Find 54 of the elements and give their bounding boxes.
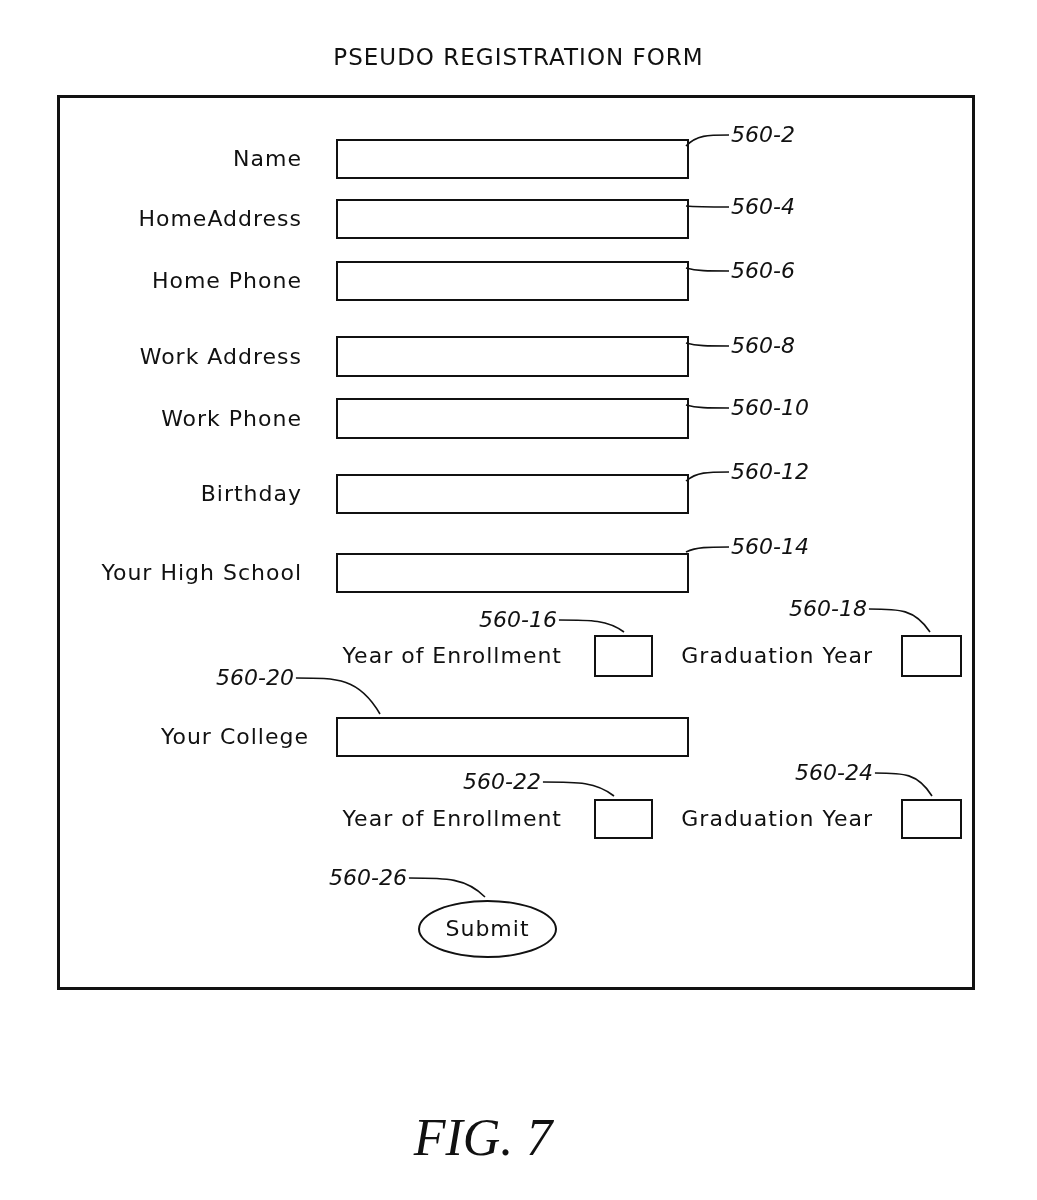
input-field xyxy=(336,474,689,514)
field-label: Your College xyxy=(160,724,309,750)
callout-number: 560-24 xyxy=(795,760,873,786)
callout-number: 560-10 xyxy=(731,395,809,421)
field-label: Your High School xyxy=(101,560,302,586)
field-label: Work Phone xyxy=(161,405,302,432)
leader-line xyxy=(685,205,730,208)
input-field xyxy=(594,635,653,677)
field-label: Birthday xyxy=(200,481,302,507)
input-field xyxy=(336,261,689,301)
callout-number: 560-22 xyxy=(463,769,541,795)
leader-line xyxy=(874,772,933,797)
input-field xyxy=(901,635,962,677)
form-title: PSEUDO REGISTRATION FORM xyxy=(332,44,705,70)
input-field xyxy=(594,799,653,839)
leader-line xyxy=(685,471,730,482)
input-field xyxy=(336,336,689,377)
leader-line xyxy=(685,342,730,347)
form-panel xyxy=(57,95,975,990)
callout-number: 560-18 xyxy=(789,596,867,622)
callout-number: 560-20 xyxy=(216,665,294,691)
leader-line xyxy=(685,134,730,147)
callout-number: 560-8 xyxy=(731,333,795,359)
input-field xyxy=(336,139,689,179)
callout-number: 560-14 xyxy=(731,534,809,560)
field-label: Home Phone xyxy=(151,268,302,294)
field-label: Graduation Year xyxy=(681,643,873,669)
leader-line xyxy=(558,619,625,633)
leader-line xyxy=(685,546,730,553)
leader-line xyxy=(408,877,486,898)
field-label: Work Address xyxy=(139,343,302,370)
input-field xyxy=(336,398,689,439)
callout-number: 560-26 xyxy=(329,865,407,891)
field-label: Year of Enrollment xyxy=(342,643,562,669)
input-field xyxy=(336,199,689,239)
callout-number: 560-2 xyxy=(731,122,795,148)
input-field xyxy=(336,553,689,593)
callout-number: 560-4 xyxy=(731,194,795,220)
leader-line xyxy=(295,677,381,715)
input-field xyxy=(336,717,689,757)
leader-line xyxy=(685,267,730,272)
field-label: Name xyxy=(233,146,302,172)
callout-number: 560-12 xyxy=(731,459,809,485)
callout-number: 560-16 xyxy=(479,607,557,633)
callout-number: 560-6 xyxy=(731,258,795,284)
leader-line xyxy=(542,781,615,797)
leader-line xyxy=(685,404,730,409)
input-field xyxy=(901,799,962,839)
field-label: Graduation Year xyxy=(681,806,873,832)
figure-caption: FIG. 7 xyxy=(412,1108,555,1168)
leader-line xyxy=(868,608,931,633)
field-label: HomeAddress xyxy=(138,206,302,232)
submit-button: Submit xyxy=(418,900,557,958)
field-label: Year of Enrollment xyxy=(342,806,562,832)
